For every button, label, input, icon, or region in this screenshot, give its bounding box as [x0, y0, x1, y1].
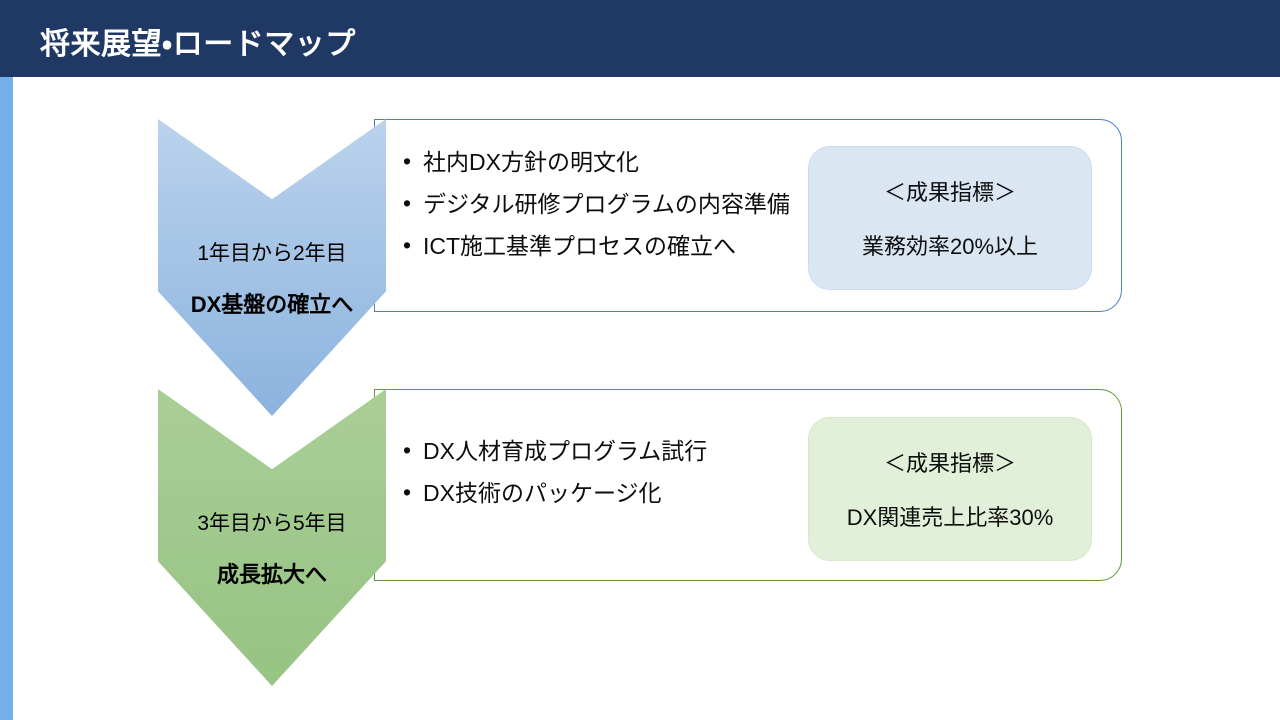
phase-1-period: 1年目から2年目	[197, 242, 347, 265]
list-item: デジタル研修プログラムの内容準備	[401, 183, 790, 226]
header-bar: 将来展望・ロードマップ	[0, 0, 1280, 77]
phase-1-kpi-box: ＜成果指標＞ 業務効率20%以上	[808, 146, 1092, 290]
phase-1-kpi-value: 業務効率20%以上	[861, 234, 1039, 259]
list-item: ICT施工基準プロセスの確立へ	[401, 225, 790, 268]
phase-2-chevron: 3年目から5年目 成長拡大へ	[158, 389, 386, 686]
list-item: DX技術のパッケージ化	[401, 472, 707, 515]
phase-1-chevron: 1年目から2年目 DX基盤の確立へ	[158, 119, 386, 416]
phase-2-kpi-heading: ＜成果指標＞	[883, 451, 1016, 476]
phase-1-kpi-heading: ＜成果指標＞	[883, 180, 1016, 205]
list-item: 社内DX方針の明文化	[401, 141, 790, 184]
phase-2-kpi-value: DX関連売上比率30%	[846, 505, 1054, 530]
phase-2-goal: 成長拡大へ	[216, 562, 327, 587]
page-title: 将来展望・ロードマップ	[40, 28, 356, 61]
list-item: DX人材育成プログラム試行	[401, 430, 707, 473]
phase-2-bullet-list: DX人材育成プログラム試行 DX技術のパッケージ化	[401, 430, 707, 515]
phase-1-goal: DX基盤の確立へ	[190, 292, 354, 317]
phase-1-bullet-list: 社内DX方針の明文化 デジタル研修プログラムの内容準備 ICT施工基準プロセスの…	[401, 141, 790, 268]
phase-2-kpi-box: ＜成果指標＞ DX関連売上比率30%	[808, 417, 1092, 561]
left-accent-bar	[0, 77, 13, 720]
phase-2-period: 3年目から5年目	[197, 512, 347, 535]
